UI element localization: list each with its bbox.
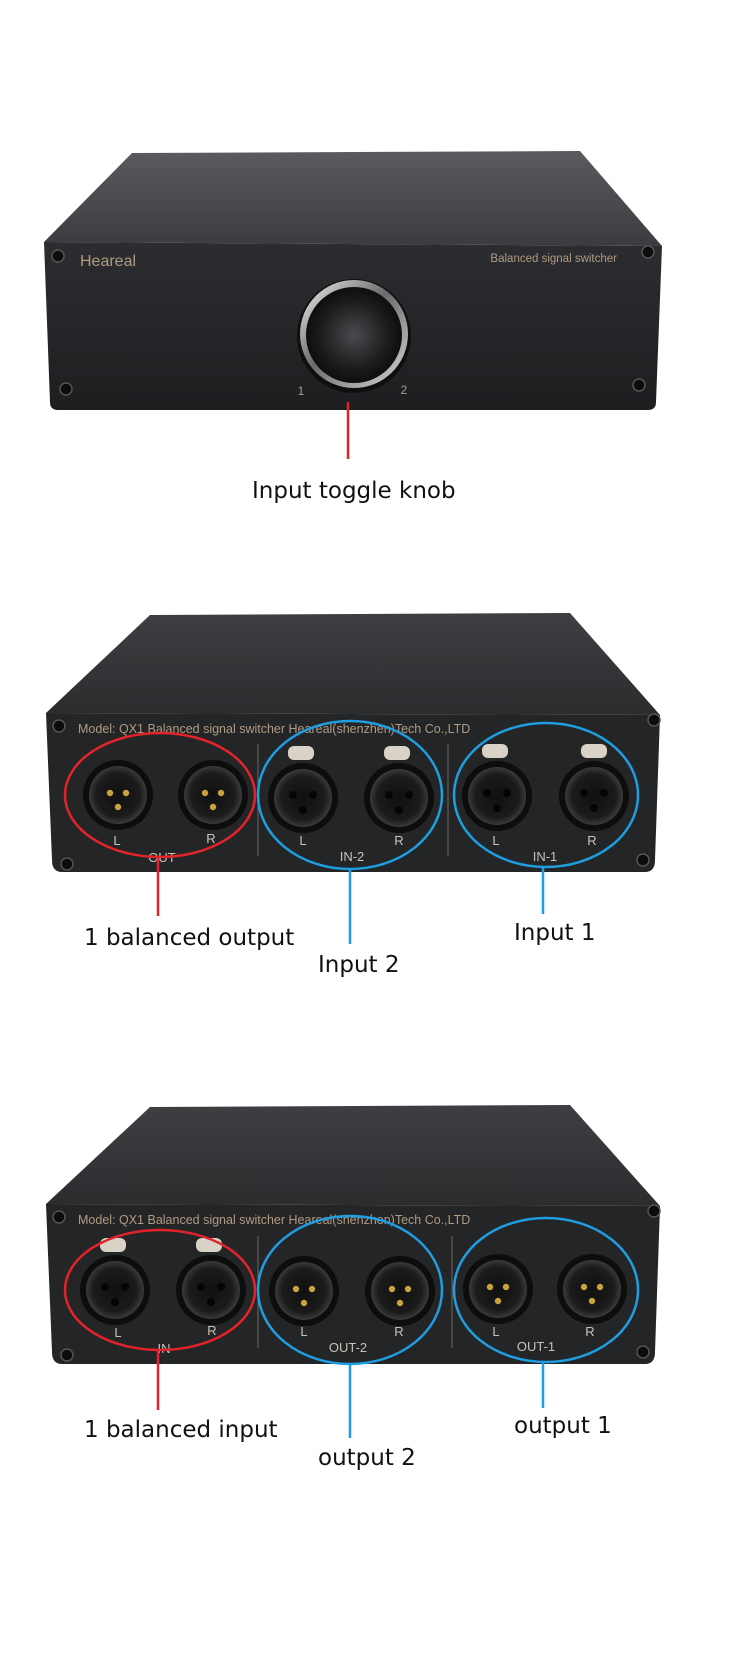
xlr-jack-out1-r[interactable]	[557, 1254, 627, 1324]
screw	[636, 1345, 650, 1359]
jack-label: L	[492, 833, 499, 848]
rear-panel-outputs-photo: Model: QX1 Balanced signal switcher Hear…	[0, 1010, 750, 1510]
xlr-jack-in1-l[interactable]	[462, 744, 532, 831]
screw	[641, 245, 655, 259]
xlr-jack-out2-l[interactable]	[269, 1256, 339, 1326]
xlr-jack-out1-l[interactable]	[463, 1254, 533, 1324]
callout-output-label: 1 balanced output	[84, 925, 295, 951]
jack-label: R	[587, 833, 596, 848]
highlight-ellipse-in2	[256, 719, 444, 871]
jack-label: L	[300, 1324, 307, 1339]
knob-position-2: 2	[401, 383, 408, 397]
jack-label: L	[114, 1325, 121, 1340]
callout-output1-label: output 1	[514, 1413, 612, 1439]
group-label-out2: OUT-2	[329, 1340, 367, 1355]
screw	[52, 1210, 66, 1224]
knob-position-1: 1	[298, 384, 305, 398]
callout-output2-label: output 2	[318, 1445, 416, 1471]
xlr-jack-in-r[interactable]	[176, 1238, 246, 1325]
jack-label: R	[207, 1323, 216, 1338]
highlight-ellipse-in	[63, 1228, 257, 1352]
rear-panel-inputs-photo: Model: QX1 Balanced signal switcher Hear…	[0, 520, 750, 1010]
knob-callout-label: Input toggle knob	[252, 478, 456, 504]
jack-label: R	[394, 833, 403, 848]
jack-label: L	[492, 1324, 499, 1339]
input-toggle-knob[interactable]	[297, 279, 411, 393]
screw	[632, 378, 646, 392]
xlr-jack-out-l[interactable]	[83, 760, 153, 830]
group-label-in: IN	[158, 1341, 171, 1356]
model-label: Model: QX1 Balanced signal switcher Hear…	[78, 1213, 470, 1227]
callout-input-label: 1 balanced input	[84, 1417, 278, 1443]
brand-logo: Heareal	[80, 253, 136, 270]
screw	[51, 249, 65, 263]
screw	[60, 1348, 74, 1362]
jack-label: L	[113, 833, 120, 848]
jack-label: R	[585, 1324, 594, 1339]
screw	[636, 853, 650, 867]
chassis-top	[46, 1105, 660, 1206]
group-label-in2: IN-2	[340, 849, 365, 864]
group-label-out1: OUT-1	[517, 1339, 555, 1354]
callout-input2-label: Input 2	[318, 952, 400, 978]
highlight-ellipse-in1	[452, 721, 640, 869]
group-label-in1: IN-1	[533, 849, 558, 864]
jack-label: L	[299, 833, 306, 848]
model-label: Model: QX1 Balanced signal switcher Hear…	[78, 722, 470, 736]
screw	[647, 713, 661, 727]
highlight-ellipse-out	[63, 731, 257, 859]
chassis-top	[44, 151, 662, 246]
front-panel-photo: Heareal Balanced signal switcher 1 2 Inp…	[0, 0, 750, 520]
screw	[59, 382, 73, 396]
screw	[52, 719, 66, 733]
screw	[647, 1204, 661, 1218]
xlr-jack-in-l[interactable]	[80, 1238, 150, 1325]
xlr-jack-out2-r[interactable]	[365, 1256, 435, 1326]
xlr-jack-out-r[interactable]	[178, 760, 248, 830]
screw	[60, 857, 74, 871]
jack-label: R	[206, 831, 215, 846]
xlr-jack-in2-r[interactable]	[364, 746, 434, 833]
jack-label: R	[394, 1324, 403, 1339]
highlight-ellipse-out1	[452, 1216, 640, 1364]
xlr-jack-in1-r[interactable]	[559, 744, 629, 831]
callout-input1-label: Input 1	[514, 920, 596, 946]
product-label: Balanced signal switcher	[490, 253, 617, 265]
xlr-jack-in2-l[interactable]	[268, 746, 338, 833]
chassis-top	[46, 613, 660, 715]
